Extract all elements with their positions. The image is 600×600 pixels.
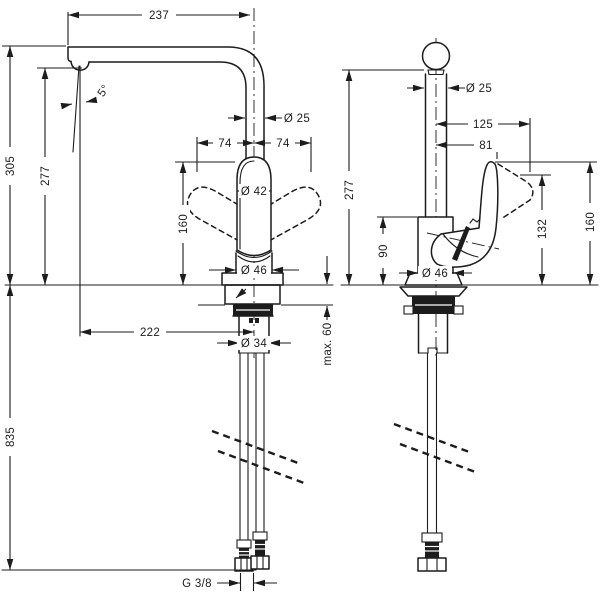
dim-label-lever-reach: 81 [479, 140, 492, 152]
dim-label-spray-angle: 5° [96, 83, 112, 99]
hose-break-marks-side [393, 422, 479, 475]
dimension-lines [6, 11, 594, 587]
front-view [67, 8, 322, 572]
dim-label-hose-length: 835 [5, 427, 17, 447]
lever-open-position [497, 163, 534, 220]
dim-label-lever-height: 160 [585, 212, 597, 232]
handle-paddle-contour [239, 160, 255, 250]
under-counter-plate [224, 284, 281, 305]
dim-label-outlet-height: 277 [40, 166, 52, 186]
dim-label-lever-open-height: 132 [537, 219, 549, 239]
washer-flange [399, 286, 468, 297]
spout-inner-edge [88, 61, 247, 163]
spout-outer-edge [67, 46, 265, 163]
dim-label-body-diameter: Ø 46 [241, 265, 267, 277]
dim-label-shank-diameter: Ø 34 [241, 338, 267, 350]
dim-label-handle-width: Ø 42 [241, 186, 267, 198]
aerator-side [427, 69, 445, 76]
hose-clamp-detail [249, 318, 253, 323]
nut-ear-left [403, 305, 414, 315]
dim-label-pipe-diameter: Ø 25 [284, 113, 310, 125]
hose-clamp-detail [255, 318, 259, 323]
nut-ear-right [453, 305, 464, 315]
reference-lines [1, 12, 599, 591]
dim-label-swing-right: 74 [276, 138, 290, 150]
lever-hub-axis [426, 232, 500, 250]
dim-label-hose-thread: G 3/8 [182, 578, 212, 590]
dim-label-handle-height: 160 [178, 214, 190, 234]
dim-label-body-diameter-side: Ø 46 [422, 268, 448, 280]
dim-label-pipe-diameter-side: Ø 25 [466, 83, 492, 95]
spout-outlet-circle [421, 41, 451, 71]
lever-joint-band [452, 226, 470, 261]
lever-handle [430, 161, 499, 268]
side-view [393, 38, 534, 572]
dim-label-outlet-height-side: 277 [344, 180, 356, 200]
dim-label-outlet-offset: 222 [140, 327, 160, 339]
spray-angle-line [72, 65, 80, 153]
hose-break-marks [211, 429, 305, 485]
handle-joint-arc [235, 250, 273, 259]
handle-joint-arc-2 [237, 255, 271, 263]
dim-label-lever-reach-open: 125 [473, 119, 493, 131]
spout-tip [67, 46, 72, 63]
dim-angle-right-arrow [85, 96, 98, 104]
dim-label-spout-reach: 237 [149, 10, 169, 22]
fixation-arrow-icon [235, 288, 247, 299]
dimension-labels: 237 305 277 835 160 74 74 Ø 25 Ø 42 Ø 46… [3, 8, 597, 590]
shank-bottom-notch [417, 347, 449, 354]
supply-hose-side [417, 352, 447, 572]
handle-paddle [236, 156, 272, 257]
dim-label-max-deck-thickness: max. 60 [322, 322, 334, 365]
cartridge-cap-detail [469, 218, 481, 224]
dim-label-body-height: 90 [378, 244, 390, 257]
dim-angle-left-arrow [60, 102, 73, 110]
supply-hoses [234, 352, 270, 572]
dim-label-swing-left: 74 [218, 138, 232, 150]
dim-label-total-height: 305 [5, 156, 17, 176]
